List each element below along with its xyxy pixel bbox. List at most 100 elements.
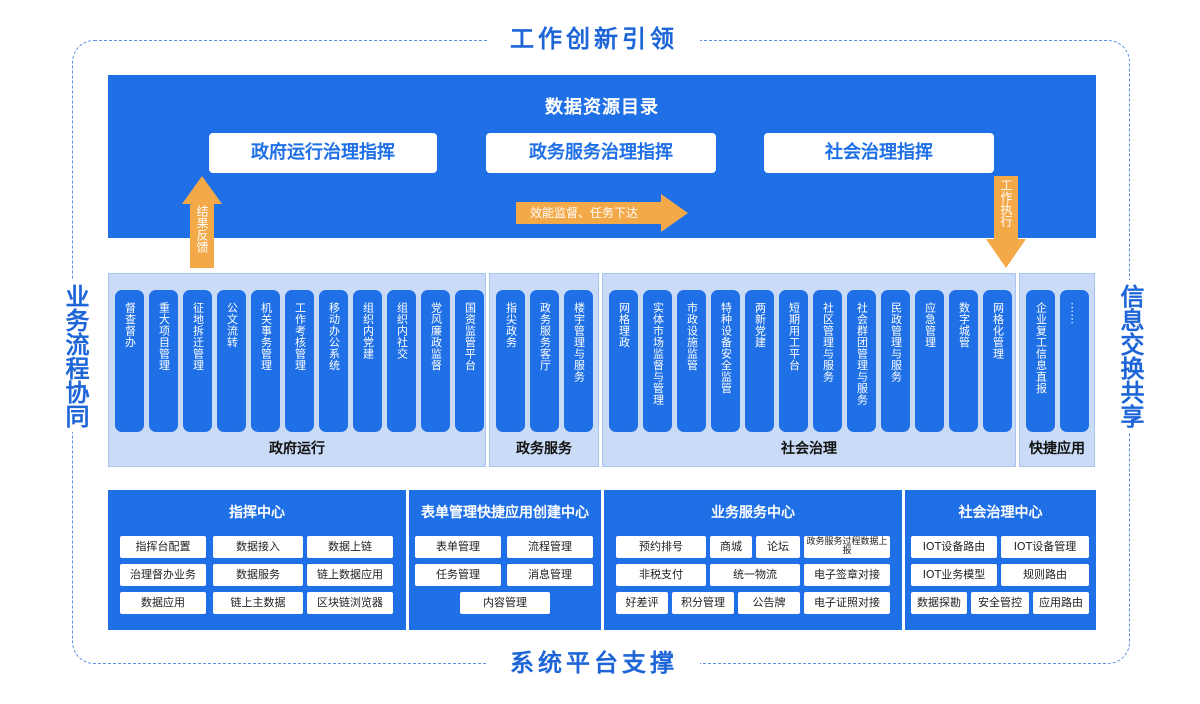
module-pill[interactable]: 网格化管理 <box>983 290 1012 432</box>
module-pill-label: 企业复工信息直报 <box>1034 302 1048 394</box>
module-pill[interactable]: 组织内社交 <box>387 290 416 432</box>
platform-business-service-center: 业务服务中心 预约排号 商城 论坛 政务服务过程数据上报 非税支付 统一物流 电… <box>604 490 902 630</box>
arrow-up-head <box>182 176 222 204</box>
module-pill[interactable]: 公文流转 <box>217 290 246 432</box>
module-pill[interactable]: 数字城管 <box>949 290 978 432</box>
module-pill-label: 公文流转 <box>225 302 239 348</box>
platform-title: 业务服务中心 <box>711 505 795 521</box>
module-pill[interactable]: 组织内党建 <box>353 290 382 432</box>
module-pill[interactable]: 政务服务客厅 <box>530 290 559 432</box>
module-pill-label: 楼宇管理与服务 <box>572 302 586 383</box>
arrow-right-shaft <box>516 202 662 224</box>
platform-button[interactable]: 好差评 <box>616 592 668 614</box>
panel-title: 快捷应用 <box>1029 441 1085 457</box>
platform-button[interactable]: 数据应用 <box>120 592 206 614</box>
module-pill[interactable]: 重大项目管理 <box>149 290 178 432</box>
module-pill[interactable]: 党风廉政监督 <box>421 290 450 432</box>
module-pill[interactable]: 社会群团管理与服务 <box>847 290 876 432</box>
module-pill-label: 指尖政务 <box>504 302 518 348</box>
module-pill[interactable]: 短期用工平台 <box>779 290 808 432</box>
module-pill[interactable]: 移动办公系统 <box>319 290 348 432</box>
module-pill[interactable]: 市政设施监管 <box>677 290 706 432</box>
platform-button[interactable]: 电子证照对接 <box>804 592 890 614</box>
module-pill[interactable]: 网格理政 <box>609 290 638 432</box>
module-pill-label: 民政管理与服务 <box>889 302 903 383</box>
arrow-down-head <box>986 239 1026 268</box>
platform-button[interactable]: 统一物流 <box>710 564 800 586</box>
module-pill[interactable]: 督查督办 <box>115 290 144 432</box>
platform-button[interactable]: 链上数据应用 <box>307 564 393 586</box>
module-pill-label: 特种设备安全监管 <box>719 302 733 394</box>
platform-button[interactable]: 区块链浏览器 <box>307 592 393 614</box>
platform-button[interactable]: 消息管理 <box>507 564 593 586</box>
platform-button[interactable]: 内容管理 <box>460 592 550 614</box>
platform-button[interactable]: 预约排号 <box>616 536 706 558</box>
module-pill[interactable]: 民政管理与服务 <box>881 290 910 432</box>
module-pill-label: 社会群团管理与服务 <box>855 302 869 406</box>
platform-button[interactable]: 指挥台配置 <box>120 536 206 558</box>
module-pill[interactable]: 工作考核管理 <box>285 290 314 432</box>
module-pill-label: 组织内党建 <box>361 302 375 360</box>
module-pill[interactable]: 楼宇管理与服务 <box>564 290 593 432</box>
module-pill-label: 国资监管平台 <box>463 302 477 371</box>
platform-button[interactable]: 流程管理 <box>507 536 593 558</box>
platform-button[interactable]: 数据上链 <box>307 536 393 558</box>
panel-social-governance: 网格理政 实体市场监督与管理 市政设施监管 特种设备安全监管 两新党建 短期用工… <box>602 273 1016 467</box>
command-box-government-service[interactable]: 政务服务治理指挥 <box>486 133 716 173</box>
platform-button[interactable]: 链上主数据 <box>213 592 303 614</box>
platform-button[interactable]: IOT设备管理 <box>1001 536 1089 558</box>
module-pill[interactable]: 实体市场监督与管理 <box>643 290 672 432</box>
module-pill[interactable]: 社区管理与服务 <box>813 290 842 432</box>
platform-title: 指挥中心 <box>229 505 285 521</box>
module-pill-label: 党风廉政监督 <box>429 302 443 371</box>
module-pill[interactable]: …… <box>1060 290 1089 432</box>
module-pill[interactable]: 应急管理 <box>915 290 944 432</box>
pill-row: 指尖政务 政务服务客厅 楼宇管理与服务 <box>496 290 593 432</box>
module-pill[interactable]: 国资监管平台 <box>455 290 484 432</box>
platform-button[interactable]: 数据探勘 <box>911 592 967 614</box>
module-pill[interactable]: 两新党建 <box>745 290 774 432</box>
platform-button[interactable]: 政务服务过程数据上报 <box>804 536 890 558</box>
platform-button[interactable]: 论坛 <box>756 536 800 558</box>
platform-button[interactable]: 任务管理 <box>415 564 501 586</box>
arrow-down-shaft <box>994 176 1018 240</box>
command-box-government-operation[interactable]: 政府运行治理指挥 <box>209 133 437 173</box>
module-pill[interactable]: 企业复工信息直报 <box>1026 290 1055 432</box>
feedback-arrow: 结果反馈 <box>182 176 222 268</box>
platform-button[interactable]: 表单管理 <box>415 536 501 558</box>
module-pill-label: 重大项目管理 <box>157 302 171 371</box>
platform-button[interactable]: 规则路由 <box>1001 564 1089 586</box>
command-box-social-governance[interactable]: 社会治理指挥 <box>764 133 994 173</box>
platform-button[interactable]: 电子签章对接 <box>804 564 890 586</box>
module-pill-label: 移动办公系统 <box>327 302 341 371</box>
module-pill-label: 短期用工平台 <box>787 302 801 371</box>
platform-button[interactable]: 数据服务 <box>213 564 303 586</box>
panel-title: 政府运行 <box>269 441 325 457</box>
panel-quick-apps: 企业复工信息直报 …… 快捷应用 <box>1019 273 1095 467</box>
platform-button[interactable]: IOT业务模型 <box>911 564 997 586</box>
pill-row: 企业复工信息直报 …… <box>1026 290 1089 432</box>
platform-command-center: 指挥中心 指挥台配置 数据接入 数据上链 治理督办业务 数据服务 链上数据应用 … <box>108 490 406 630</box>
platform-button[interactable]: 积分管理 <box>672 592 734 614</box>
platform-form-center: 表单管理快捷应用创建中心 表单管理 流程管理 任务管理 消息管理 内容管理 <box>409 490 601 630</box>
platform-button[interactable]: 数据接入 <box>213 536 303 558</box>
module-pill-label: 督查督办 <box>123 302 137 348</box>
arrow-right-head <box>661 194 688 232</box>
platform-button[interactable]: IOT设备路由 <box>911 536 997 558</box>
module-pill-label: 网格理政 <box>617 302 631 348</box>
platform-button[interactable]: 非税支付 <box>616 564 706 586</box>
platform-button[interactable]: 安全管控 <box>971 592 1029 614</box>
module-pill-label: 网格化管理 <box>991 302 1005 360</box>
platform-button[interactable]: 治理督办业务 <box>120 564 206 586</box>
pill-row: 网格理政 实体市场监督与管理 市政设施监管 特种设备安全监管 两新党建 短期用工… <box>609 290 1012 432</box>
frame-label-right: 信息交换共享 <box>1113 280 1145 432</box>
platform-button[interactable]: 商城 <box>710 536 752 558</box>
module-pill[interactable]: 征地拆迁管理 <box>183 290 212 432</box>
platform-button[interactable]: 应用路由 <box>1033 592 1089 614</box>
module-pill-label: 工作考核管理 <box>293 302 307 371</box>
module-pill[interactable]: 特种设备安全监管 <box>711 290 740 432</box>
platform-button[interactable]: 公告牌 <box>738 592 800 614</box>
module-pill[interactable]: 指尖政务 <box>496 290 525 432</box>
module-pill[interactable]: 机关事务管理 <box>251 290 280 432</box>
module-pill-label: 社区管理与服务 <box>821 302 835 383</box>
